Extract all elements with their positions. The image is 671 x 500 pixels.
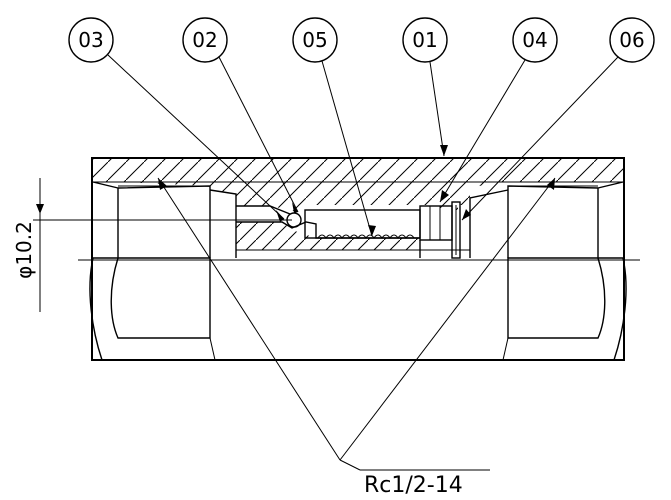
svg-text:03: 03	[78, 28, 103, 52]
svg-text:05: 05	[302, 28, 327, 52]
stopper	[419, 205, 453, 241]
svg-text:04: 04	[522, 28, 547, 52]
balloon-04: 04	[439, 17, 558, 203]
balloon-03: 03	[68, 17, 285, 222]
retaining-ring	[451, 201, 461, 259]
left-port	[89, 181, 237, 361]
balloon-05: 05	[292, 17, 376, 237]
balloon-01: 01	[402, 17, 448, 157]
svg-text:06: 06	[619, 28, 644, 52]
spring	[317, 234, 415, 239]
inner-passage	[236, 201, 470, 259]
thread-callout: Rc1/2-14	[157, 177, 556, 498]
svg-text:01: 01	[412, 28, 437, 52]
diameter-label: φ10.2	[12, 221, 36, 279]
balloon-06: 06	[461, 17, 655, 221]
right-port	[469, 181, 627, 361]
balloon-02: 02	[182, 17, 299, 213]
poppet	[304, 209, 421, 239]
diameter-dimension: φ10.2	[12, 178, 292, 312]
thread-label: Rc1/2-14	[364, 473, 463, 498]
svg-text:02: 02	[192, 28, 217, 52]
